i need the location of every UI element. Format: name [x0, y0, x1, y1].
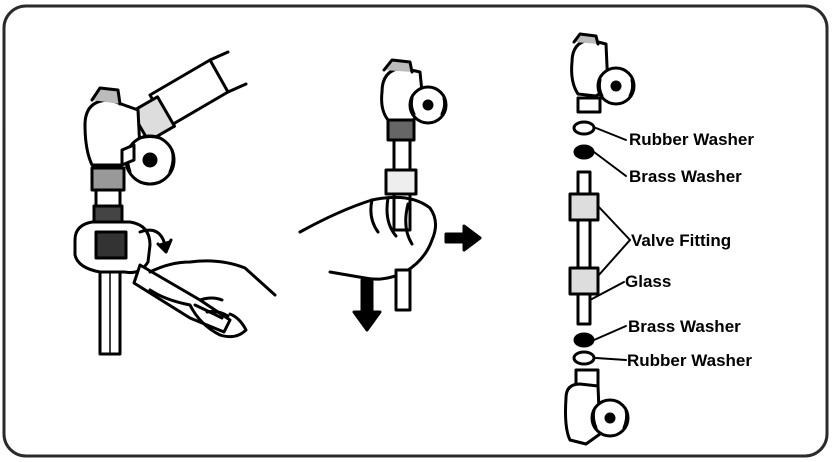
valve-knob-icon [410, 87, 446, 123]
rubber-washer-bottom [574, 352, 594, 364]
label-brass-washer-bottom: Brass Washer [628, 317, 741, 336]
glass-tube [578, 220, 590, 270]
upper-nut [388, 120, 414, 140]
wrench-nut [96, 232, 126, 258]
label-glass: Glass [625, 272, 671, 291]
brass-washer-top [575, 146, 593, 158]
label-valve-fitting: Valve Fitting [631, 231, 731, 250]
lower-fitting [386, 170, 416, 194]
upper-nut [92, 168, 124, 190]
bottom-valve-knob-icon [592, 400, 628, 436]
valve-fitting-lower [570, 268, 598, 294]
label-rubber-washer-bottom: Rubber Washer [627, 351, 752, 370]
rubber-washer-top [574, 122, 594, 134]
valve-fitting-upper [578, 172, 590, 194]
top-valve-knob-icon [598, 68, 634, 104]
fitting-neck [96, 190, 120, 206]
brass-washer-bottom [575, 334, 593, 346]
label-brass-washer-top: Brass Washer [629, 167, 742, 186]
label-rubber-washer-top: Rubber Washer [629, 130, 754, 149]
